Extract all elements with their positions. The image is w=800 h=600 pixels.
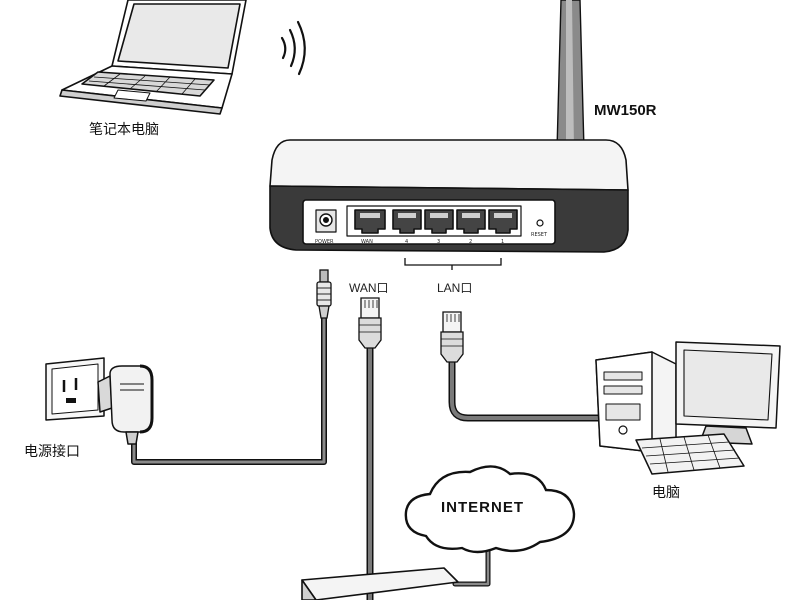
router-wan-marking: WAN bbox=[361, 239, 373, 245]
router-icon bbox=[269, 139, 629, 253]
modem-icon bbox=[301, 567, 459, 600]
lan-port-4 bbox=[392, 209, 422, 234]
lan-port-3 bbox=[424, 209, 454, 234]
lan-port-1 bbox=[488, 209, 518, 234]
power-socket-label: 电源接口 bbox=[24, 443, 80, 459]
router-power-marking: POWER bbox=[315, 239, 334, 245]
router-lan-marking-3: 3 bbox=[437, 239, 441, 245]
router-lan-marking-1: 1 bbox=[501, 239, 505, 245]
router-reset-marking: RESET bbox=[531, 232, 548, 238]
computer-label: 电脑 bbox=[652, 484, 680, 500]
internet-label: INTERNET bbox=[441, 499, 524, 516]
lan-rj45-plug-icon bbox=[440, 311, 464, 363]
lan-port-2 bbox=[456, 209, 486, 234]
wall-socket-icon bbox=[45, 357, 105, 421]
wan-port-label: WAN口 bbox=[349, 281, 389, 295]
wan-port bbox=[354, 209, 386, 234]
router-model-label: MW150R bbox=[594, 102, 657, 119]
router-lan-marking-4: 4 bbox=[405, 239, 409, 245]
cables bbox=[131, 315, 604, 600]
lan-bracket bbox=[404, 258, 502, 270]
lan-port-label: LAN口 bbox=[437, 281, 473, 295]
lan-cable bbox=[448, 356, 604, 422]
internet-cloud-icon bbox=[404, 465, 576, 554]
desktop-computer-icon bbox=[595, 341, 781, 475]
internet-cable bbox=[452, 545, 491, 587]
dc-plug-icon bbox=[316, 269, 332, 319]
laptop-icon bbox=[59, 0, 247, 115]
wifi-signal-icon bbox=[280, 20, 306, 76]
laptop-label: 笔记本电脑 bbox=[89, 121, 159, 137]
router-lan-marking-2: 2 bbox=[469, 239, 473, 245]
power-cable bbox=[131, 315, 327, 465]
wan-rj45-plug-icon bbox=[358, 297, 382, 349]
power-adapter-icon bbox=[97, 364, 154, 445]
